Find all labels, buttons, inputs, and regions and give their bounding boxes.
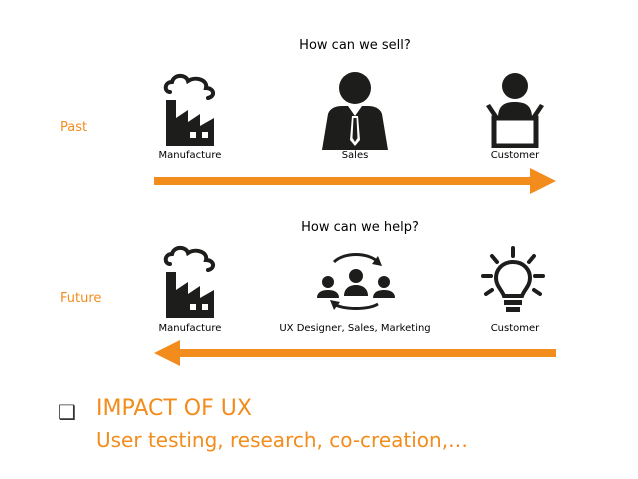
past-caption-sales: Sales — [341, 150, 369, 161]
factory-icon — [163, 245, 215, 318]
future-question: How can we help? — [301, 220, 419, 235]
bullet-icon: ❑ — [58, 400, 76, 424]
past-question: How can we sell? — [299, 38, 411, 53]
future-caption-roles: UX Designer, Sales, Marketing — [279, 323, 431, 334]
future-caption-customer: Customer — [490, 323, 540, 334]
businessman-icon — [322, 72, 388, 150]
lightbulb-icon — [481, 246, 545, 312]
arrow-right-icon — [154, 168, 556, 194]
future-label: Future — [60, 291, 102, 306]
past-label: Past — [60, 120, 88, 135]
past-caption-manufacture: Manufacture — [158, 150, 222, 161]
impact-subtitle: User testing, research, co-creation,… — [96, 428, 469, 452]
factory-icon — [163, 73, 215, 146]
impact-heading: IMPACT OF UX — [96, 396, 252, 421]
arrow-left-icon — [154, 340, 556, 366]
customer-box-icon — [486, 73, 544, 148]
past-caption-customer: Customer — [490, 150, 540, 161]
future-caption-manufacture: Manufacture — [158, 323, 222, 334]
team-collaboration-icon — [317, 253, 395, 310]
